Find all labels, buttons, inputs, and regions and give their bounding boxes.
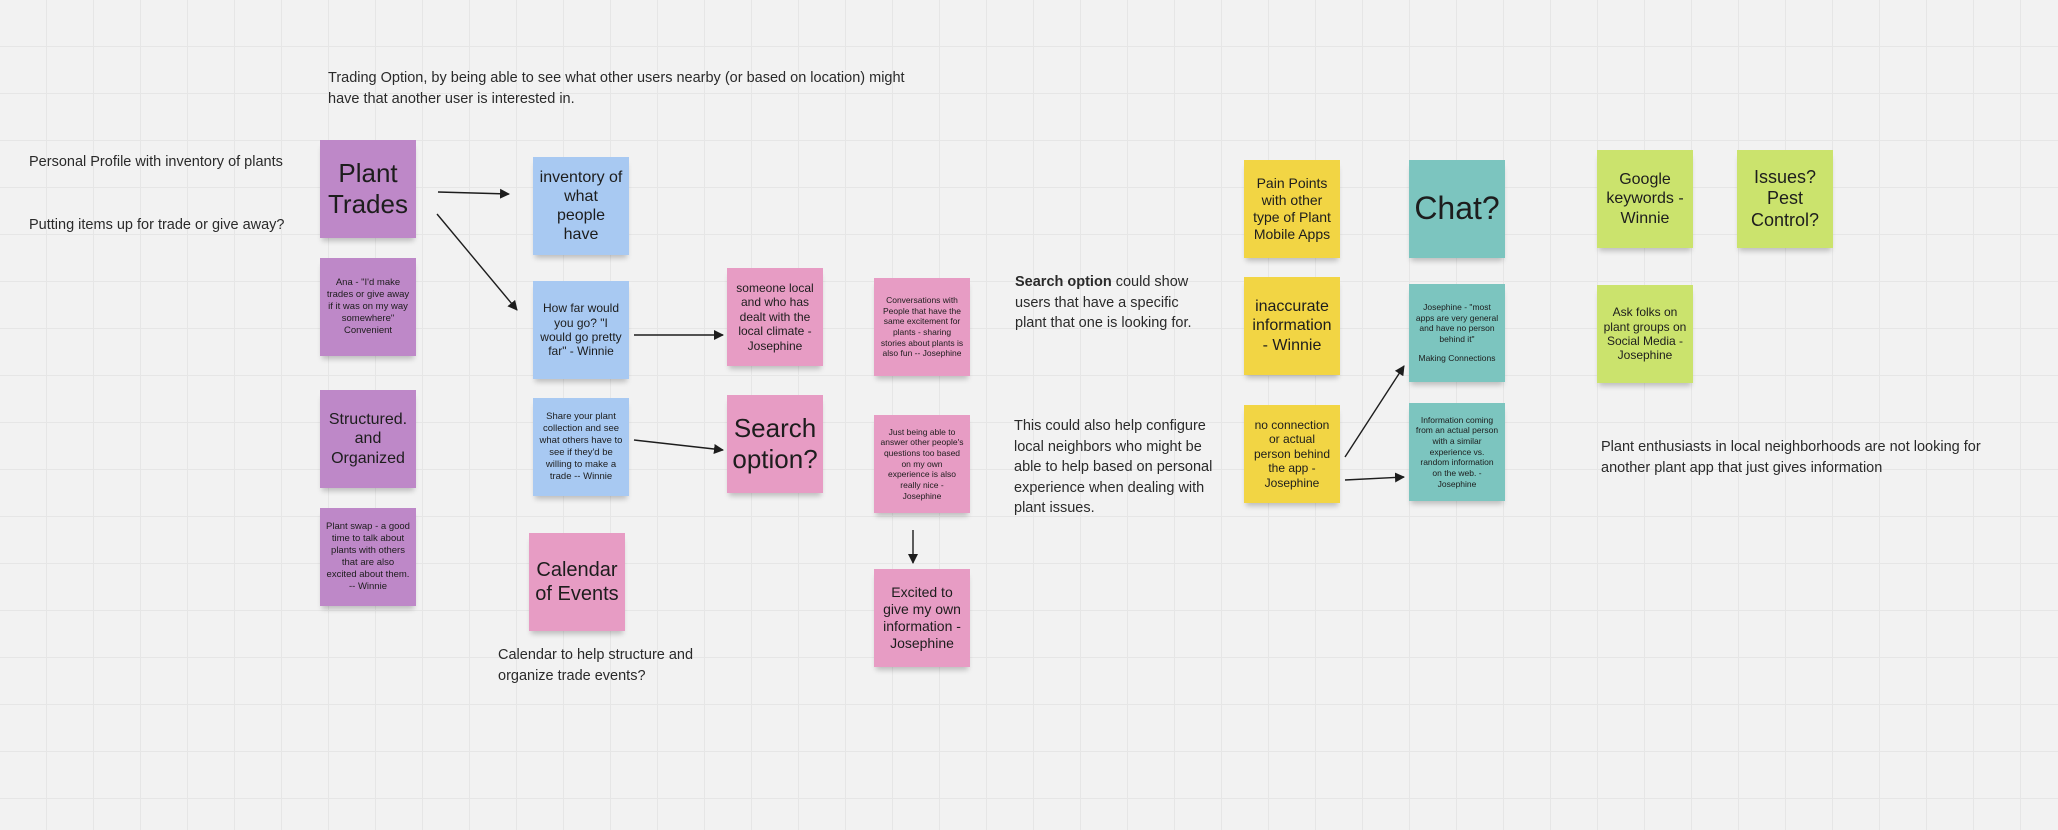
personal-profile-text[interactable]: Personal Profile with inventory of plant… [29,154,283,170]
sticky-plant-swap[interactable]: Plant swap - a good time to talk about p… [320,508,416,606]
sticky-plant-trades[interactable]: Plant Trades [320,140,416,238]
sticky-ana-quote[interactable]: Ana - "I'd make trades or give away if i… [320,258,416,356]
sticky-information-coming[interactable]: Information coming from an actual person… [1409,403,1505,501]
enthusiasts-text[interactable]: Plant enthusiasts in local neighborhoods… [1601,439,1981,476]
sticky-answer-questions[interactable]: Just being able to answer other people's… [874,415,970,513]
sticky-someone-local[interactable]: someone local and who has dealt with the… [727,268,823,366]
sticky-structured-organized[interactable]: Structured. and Organized [320,390,416,488]
trading-option-text[interactable]: Trading Option, by being able to see wha… [328,70,905,107]
sticky-no-connection[interactable]: no connection or actual person behind th… [1244,405,1340,503]
arrow-no-connection-to-information[interactable] [1344,472,1405,483]
arrow-no-connection-to-josephine[interactable] [1344,365,1405,458]
making-connections-text: Making Connections [1418,353,1496,364]
sticky-inaccurate-info[interactable]: inaccurate information - Winnie [1244,277,1340,375]
putting-items-text[interactable]: Putting items up for trade or give away? [29,217,285,233]
sticky-issues-pest-control[interactable]: Issues? Pest Control? [1737,150,1833,248]
arrow-plant-trades-to-inventory[interactable] [437,188,510,199]
arrow-share-collection-to-search-option[interactable] [633,439,724,454]
sticky-google-keywords[interactable]: Google keywords - Winnie [1597,150,1693,248]
sticky-calendar-events[interactable]: Calendar of Events [529,533,625,631]
search-option-rest: could show users that have a specific pl… [1015,274,1192,332]
sticky-search-option[interactable]: Search option? [727,395,823,493]
sticky-inventory[interactable]: inventory of what people have [533,157,629,255]
search-option-text[interactable]: Search option could show users that have… [1015,272,1193,334]
search-option-bold: Search option [1015,274,1112,290]
sticky-chat[interactable]: Chat? [1409,160,1505,258]
sticky-conversations[interactable]: Conversations with People that have the … [874,278,970,376]
arrow-plant-trades-to-how-far[interactable] [436,213,518,311]
sticky-how-far[interactable]: How far would you go? "I would go pretty… [533,281,629,379]
sticky-pain-points[interactable]: Pain Points with other type of Plant Mob… [1244,160,1340,258]
sticky-share-collection[interactable]: Share your plant collection and see what… [533,398,629,496]
sticky-ask-folks[interactable]: Ask folks on plant groups on Social Medi… [1597,285,1693,383]
josephine-quote-text: Josephine - "most apps are very general … [1415,301,1499,344]
sticky-josephine-most-apps[interactable]: Josephine - "most apps are very general … [1409,284,1505,382]
calendar-help-text[interactable]: Calendar to help structure and organize … [498,647,694,684]
sticky-excited-info[interactable]: Excited to give my own information - Jos… [874,569,970,667]
configure-text[interactable]: This could also help configure local nei… [1014,418,1213,517]
